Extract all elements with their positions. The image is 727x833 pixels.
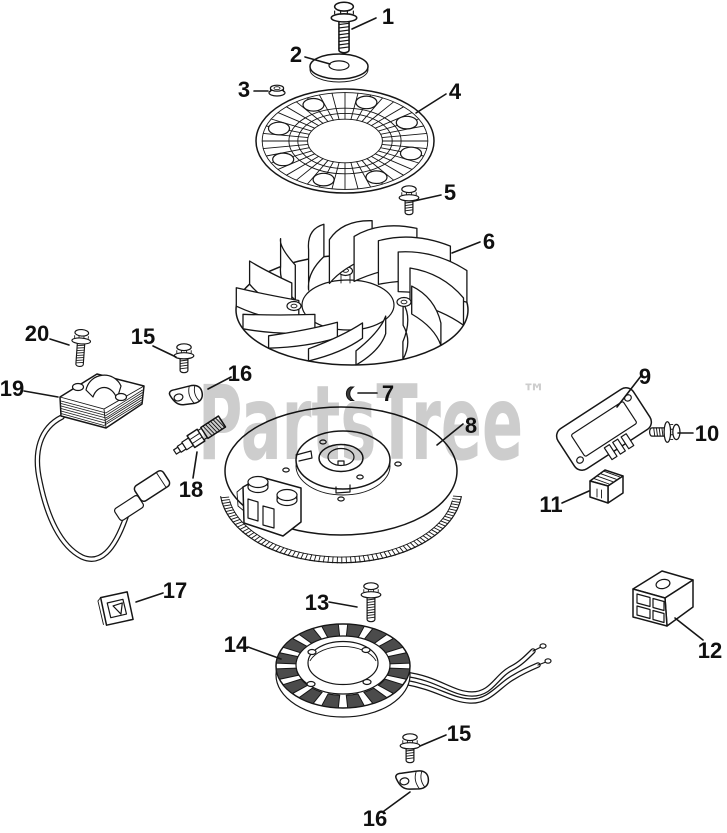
stator-bolt xyxy=(361,583,381,622)
callout-2: 2 xyxy=(290,42,331,67)
svg-text:7: 7 xyxy=(382,381,394,406)
svg-text:18: 18 xyxy=(179,477,203,502)
callout-4: 4 xyxy=(415,79,462,114)
svg-text:8: 8 xyxy=(465,413,477,438)
callout-7: 7 xyxy=(357,381,394,406)
svg-text:11: 11 xyxy=(539,492,562,517)
callouts: 1 2 3 4 5 6 7 8 9 10 11 12 13 14 15 16 1… xyxy=(0,4,722,831)
trademark-symbol: ™ xyxy=(522,379,546,407)
screw xyxy=(400,734,420,763)
callout-15a: 15 xyxy=(131,324,177,358)
callout-1: 1 xyxy=(351,4,394,30)
svg-text:4: 4 xyxy=(449,79,462,104)
watermark-text: PartsTree xyxy=(198,364,523,484)
svg-text:16: 16 xyxy=(228,361,252,386)
svg-text:10: 10 xyxy=(695,421,719,446)
svg-text:17: 17 xyxy=(163,578,187,603)
callout-16b: 16 xyxy=(363,791,411,831)
callout-13: 13 xyxy=(305,590,358,615)
svg-text:19: 19 xyxy=(0,376,24,401)
ignition-coil xyxy=(34,373,171,562)
woodruff-key xyxy=(345,386,355,401)
grass-screen xyxy=(255,88,435,194)
spark-plug xyxy=(173,415,227,455)
connector-2-pin xyxy=(589,469,624,504)
callout-20: 20 xyxy=(25,321,70,346)
svg-text:9: 9 xyxy=(639,364,651,389)
svg-text:16: 16 xyxy=(363,806,387,831)
callout-3: 3 xyxy=(238,77,269,102)
svg-text:20: 20 xyxy=(25,321,49,346)
flywheel xyxy=(220,406,462,564)
washer xyxy=(309,53,369,83)
callout-6: 6 xyxy=(451,229,495,254)
regulator-bolt xyxy=(650,422,680,443)
cooling-fan xyxy=(235,220,469,366)
svg-text:6: 6 xyxy=(483,229,495,254)
callout-19: 19 xyxy=(0,376,59,401)
svg-text:12: 12 xyxy=(698,638,722,663)
watermark: PartsTree ™ xyxy=(198,364,546,484)
svg-text:2: 2 xyxy=(290,42,302,67)
callout-16a: 16 xyxy=(207,361,252,390)
nut xyxy=(268,84,286,97)
coil-bolt xyxy=(70,329,91,367)
retainer-clip xyxy=(97,591,134,626)
connector-4-pin xyxy=(632,570,694,627)
svg-text:13: 13 xyxy=(305,590,329,615)
callout-9: 9 xyxy=(616,364,651,408)
callout-5: 5 xyxy=(413,180,456,205)
callout-14: 14 xyxy=(224,632,282,660)
rectifier-regulator xyxy=(555,387,653,471)
svg-text:5: 5 xyxy=(444,180,456,205)
flywheel-magnet xyxy=(236,475,302,537)
callout-11: 11 xyxy=(539,490,590,517)
callout-18: 18 xyxy=(179,451,203,502)
svg-text:14: 14 xyxy=(224,632,249,657)
plug-boot xyxy=(133,469,171,503)
cable-clip xyxy=(394,767,431,794)
stator xyxy=(275,623,552,718)
flywheel-bolt xyxy=(331,2,356,53)
callout-15b: 15 xyxy=(419,721,471,747)
callout-10: 10 xyxy=(677,421,719,446)
callout-12: 12 xyxy=(674,617,722,663)
screw xyxy=(174,344,194,373)
callout-17: 17 xyxy=(135,578,187,603)
svg-text:15: 15 xyxy=(131,324,155,349)
svg-text:1: 1 xyxy=(382,4,394,29)
svg-text:15: 15 xyxy=(447,721,471,746)
callout-8: 8 xyxy=(436,413,477,446)
svg-text:3: 3 xyxy=(238,77,250,102)
